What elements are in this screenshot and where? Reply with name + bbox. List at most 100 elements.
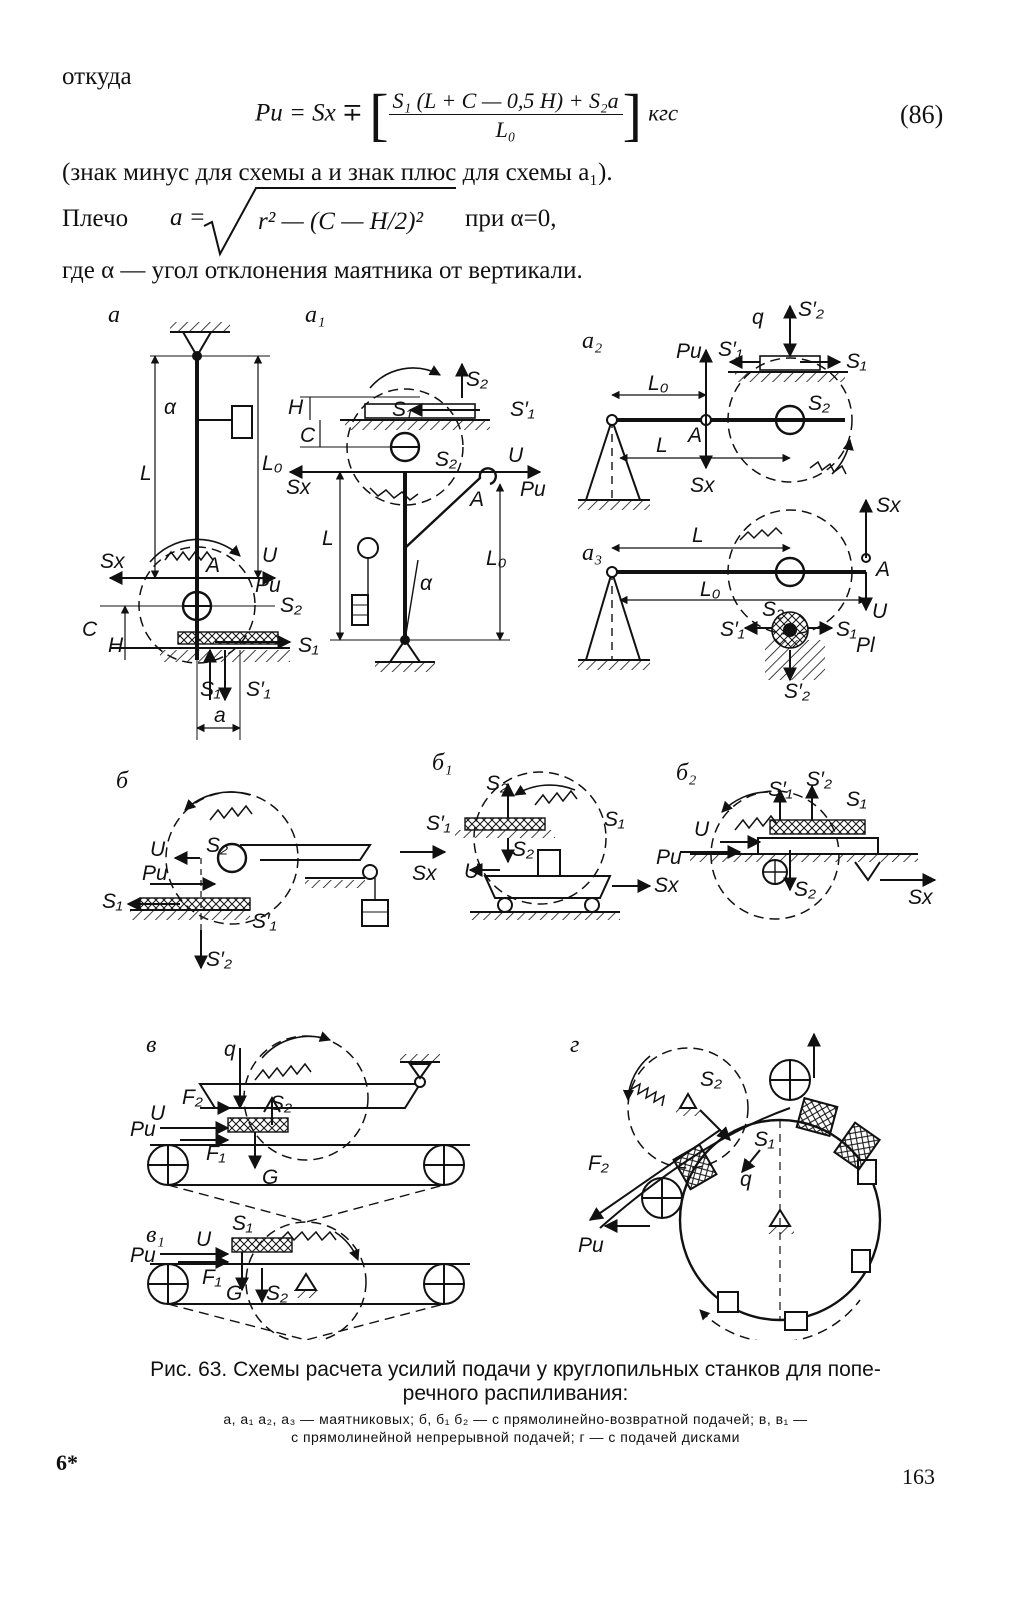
label-L0-a2: L₀ — [648, 372, 669, 395]
label-A-a: A — [204, 554, 220, 577]
label-Sx-a1: Sx — [286, 476, 312, 499]
panel-b2: б₂ S′₁ S′₂ S₁ U Pu S₂ Sx — [656, 760, 937, 920]
panel-a: а L L₀ α Sx A U Pu S₂ C H S₁ S₁ — [82, 302, 319, 740]
label-S1-v1: S₁ — [232, 1212, 253, 1235]
panel-b: б S₂ U Pu S₁ S′₁ S′₂ Sx — [102, 768, 447, 971]
label-Sx-a3: Sx — [876, 494, 902, 517]
text-arm-suffix: при α=0, — [465, 205, 557, 232]
label-U-b1: U — [464, 860, 480, 883]
label-U-a: U — [262, 544, 278, 567]
label-U-a3: U — [872, 600, 888, 623]
label-L0-a3: L₀ — [700, 578, 721, 601]
label-Pu-a: Pu — [255, 574, 281, 597]
label-G-v: G — [262, 1166, 278, 1189]
panel-v: в q F₂ S₂ U Pu G F₁ — [130, 1031, 470, 1223]
page-number: 163 — [902, 1464, 935, 1489]
caption-sub-line1: а, а₁ а₂, а₃ — маятниковых; б, б₁ б₂ — с… — [223, 1411, 808, 1427]
label-F2-g: F₂ — [588, 1152, 609, 1175]
label-L0-a1: L₀ — [486, 547, 507, 570]
panel-label-v1: в₁ — [146, 1222, 165, 1248]
label-F1-v: F₁ — [206, 1142, 226, 1165]
panel-label-b1: б₁ — [432, 750, 452, 776]
label-S2-b: S₂ — [206, 834, 228, 857]
label-alpha-a1: α — [420, 572, 433, 595]
label-U-b2: U — [694, 818, 710, 841]
panel-label-g: г — [570, 1032, 579, 1058]
label-q-a2: q — [752, 306, 764, 329]
label-Sx-a: Sx — [100, 550, 126, 573]
panel-a2: а₂ L₀ L A Pu Sx S₂ q S′₂ S′₁ S₁ — [578, 300, 867, 510]
label-A-a1: A — [468, 488, 484, 511]
label-q-v: q — [224, 1038, 236, 1061]
panel-g: г S₂ q S₁ F₂ Pu — [570, 1032, 882, 1340]
signature-mark: 6* — [56, 1450, 78, 1475]
panel-v1: в₁ U Pu S₁ F₁ G S₂ — [130, 1212, 470, 1340]
label-S1p-a2: S′₁ — [718, 338, 743, 361]
label-S2p-a2: S′₂ — [798, 300, 824, 321]
label-S1-a: S₁ — [298, 634, 319, 657]
label-S1p-a: S′₁ — [246, 678, 271, 701]
label-S1-a-bottom: S₁ — [200, 678, 221, 701]
caption-title-line1: Рис. 63. Схемы расчета усилий подачи у к… — [150, 1358, 881, 1381]
panel-label-b: б — [116, 768, 129, 794]
label-Sx-a2: Sx — [690, 474, 716, 497]
label-S1p-a1: S′₁ — [510, 398, 535, 421]
label-q-g: q — [740, 1168, 752, 1191]
label-Pu-a2: Pu — [676, 340, 702, 363]
label-A-a3: A — [874, 558, 890, 581]
label-S2-a: S₂ — [280, 594, 302, 617]
caption-sub-line2: с прямолинейной непрерывной подачей; г —… — [291, 1429, 740, 1445]
label-L0-a: L₀ — [262, 452, 283, 475]
label-S1-a3: S₁ — [836, 618, 857, 641]
panel-label-b2: б₂ — [676, 760, 696, 786]
label-C-a: C — [82, 618, 98, 641]
formula-numerator: S₁ (L + C — 0,5 H) + S₂a — [392, 87, 619, 113]
formula-arm-radicand: r² — (C — H/2)² — [258, 208, 424, 235]
text-alpha-note: где α — угол отклонения маятника от верт… — [62, 257, 583, 284]
label-Pu-b2: Pu — [656, 846, 682, 869]
label-L-a2: L — [656, 434, 668, 457]
sqrt-sign — [203, 187, 456, 257]
label-S2p-a3: S′₂ — [784, 680, 810, 703]
panel-label-a3: а₃ — [582, 540, 602, 566]
figure-63: а L L₀ α Sx A U Pu S₂ C H S₁ S₁ — [82, 300, 937, 1340]
label-F2-v: F₂ — [182, 1086, 203, 1109]
label-S1-a1: S₁ — [392, 398, 413, 421]
label-Sx-b: Sx — [412, 862, 438, 885]
label-S2-b2: S₂ — [794, 878, 816, 901]
panel-label-v: в — [146, 1032, 156, 1058]
label-Pu-g: Pu — [578, 1234, 604, 1257]
label-S2p-b2: S′₂ — [806, 768, 832, 791]
formula-bracket-left: [ — [369, 82, 389, 147]
label-S2p-b: S′₂ — [206, 948, 232, 971]
formula-denominator: L₀ — [388, 113, 623, 143]
label-S1-g: S₁ — [754, 1128, 775, 1151]
label-L-a1: L — [322, 527, 334, 550]
label-L-a: L — [140, 462, 152, 485]
panel-label-a1: а₁ — [305, 302, 325, 328]
label-S2-a2: S₂ — [808, 392, 830, 415]
formula-number: (86) — [900, 100, 944, 129]
label-S1-a2: S₁ — [846, 350, 867, 373]
label-F1-v1: F₁ — [202, 1266, 222, 1289]
label-Sx-b2: Sx — [908, 886, 934, 909]
label-U-b: U — [150, 838, 166, 861]
label-S1p-b: S′₁ — [252, 910, 277, 933]
label-S2-v: S₂ — [270, 1092, 292, 1115]
label-S2-a3: S₂ — [762, 598, 784, 621]
panel-label-a2: а₂ — [582, 328, 602, 354]
label-S1p-b2: S′₁ — [768, 778, 793, 801]
label-U-v: U — [150, 1102, 166, 1125]
formula-unit: кгс — [648, 100, 679, 126]
label-S2-a1-lower: S₂ — [435, 448, 457, 471]
label-Pl-a3: Pl — [856, 634, 876, 657]
formula-lhs: Pu = Sx ∓ — [255, 99, 363, 127]
label-H-a: H — [108, 634, 124, 657]
panel-label-a: а — [108, 302, 120, 328]
formula-bracket-right: ] — [622, 82, 642, 147]
panel-b1: б₁ S₂ S′₁ S₁ S₂ U Sx — [426, 750, 680, 920]
label-G-v1: G — [226, 1282, 242, 1305]
text-arm-prefix: Плечо — [62, 205, 129, 232]
label-Pu-b: Pu — [142, 862, 168, 885]
